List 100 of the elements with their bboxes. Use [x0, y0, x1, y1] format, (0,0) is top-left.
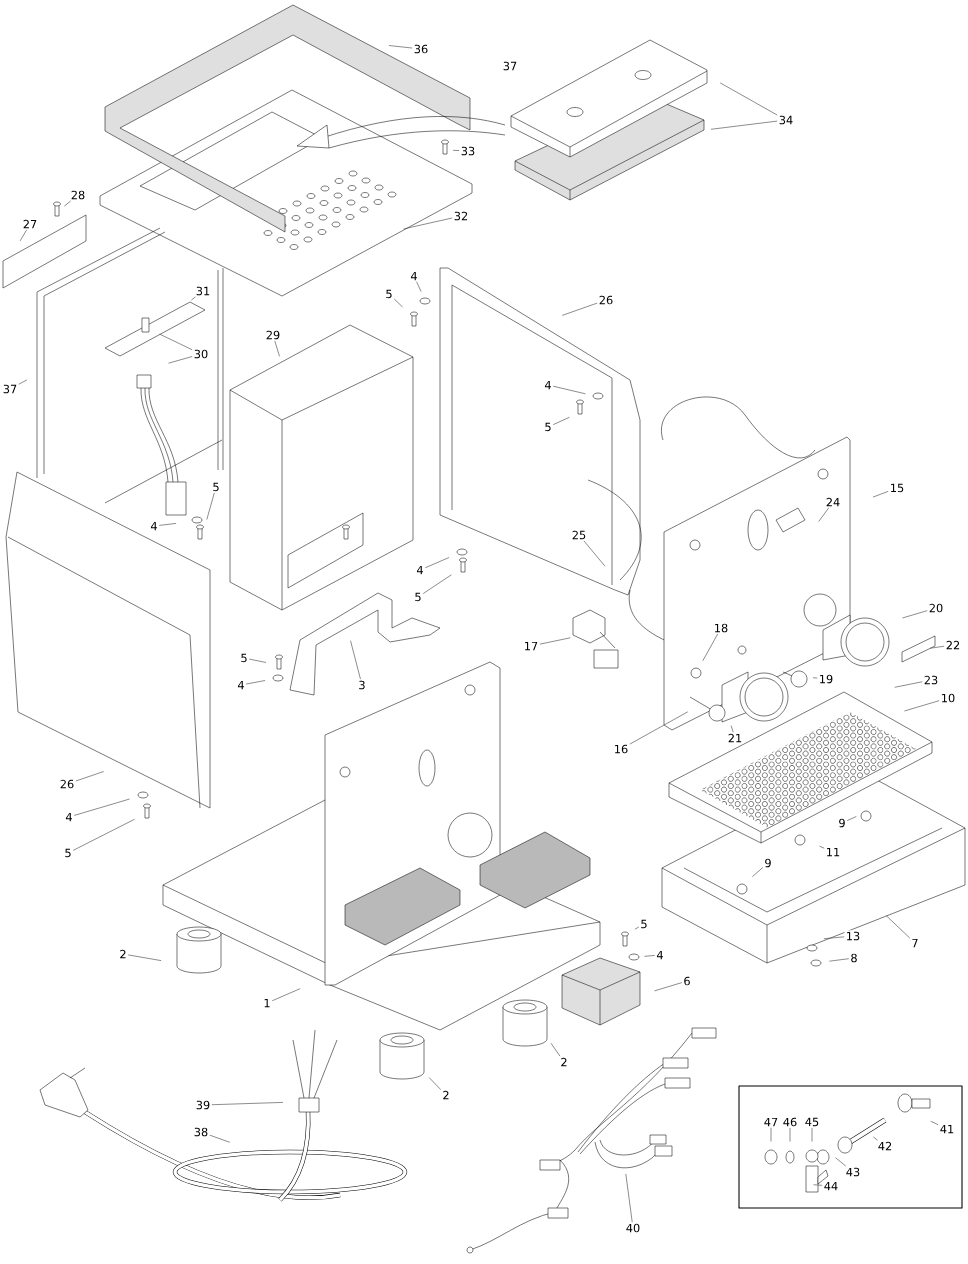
callout-number: 37: [1, 383, 19, 395]
callout-number: 4: [236, 679, 246, 691]
callout-number: 42: [876, 1140, 894, 1152]
callout-number: 33: [459, 145, 477, 157]
leader-line: [168, 356, 193, 364]
callout-number: 45: [803, 1116, 821, 1128]
callout-number: 13: [844, 930, 862, 942]
leader-line: [813, 1184, 823, 1186]
leader-line: [416, 281, 422, 292]
callout-number: 1: [262, 997, 272, 1009]
leader-line: [64, 200, 72, 207]
callout-number: 27: [21, 218, 39, 230]
leader-line: [350, 640, 361, 680]
leader-line: [19, 229, 27, 242]
leader-line: [902, 610, 928, 619]
leader-line: [191, 296, 196, 301]
leader-line: [72, 819, 135, 851]
leader-line: [710, 120, 778, 130]
callout-number: 5: [639, 918, 649, 930]
leader-line: [403, 217, 453, 230]
callout-number: 6: [682, 975, 692, 987]
callout-number: 21: [726, 732, 744, 744]
leader-line: [561, 302, 598, 316]
callout-number: 5: [211, 481, 221, 493]
callout-number: 17: [522, 640, 540, 652]
callout-number: 43: [844, 1166, 862, 1178]
callout-number: 39: [194, 1099, 212, 1111]
callout-number: 36: [412, 43, 430, 55]
callout-number: 26: [58, 778, 76, 790]
leader-line: [846, 816, 857, 821]
leader-line: [894, 681, 923, 688]
callout-number: 38: [192, 1126, 210, 1138]
callout-number: 41: [938, 1123, 956, 1135]
callout-number: 11: [824, 846, 842, 858]
leader-line: [930, 1120, 939, 1126]
callout-number: 5: [384, 288, 394, 300]
callout-number: 2: [441, 1089, 451, 1101]
callout-number: 5: [413, 591, 423, 603]
callout-number: 24: [824, 496, 842, 508]
leader-line: [629, 711, 689, 745]
leader-line: [393, 298, 403, 308]
callout-number: 34: [777, 114, 795, 126]
leader-line: [206, 492, 215, 520]
callout-number: 2: [118, 948, 128, 960]
leader-line: [428, 1077, 442, 1090]
leader-line: [885, 915, 911, 939]
callout-number: 9: [837, 817, 847, 829]
callout-number: 25: [570, 529, 588, 541]
leader-line: [248, 658, 267, 663]
leader-line: [388, 45, 413, 49]
callout-number: 23: [922, 674, 940, 686]
callout-number: 37: [503, 61, 517, 71]
leader-line: [702, 633, 719, 662]
leader-line: [770, 1127, 772, 1142]
callout-number: 44: [822, 1180, 840, 1192]
leader-line: [159, 333, 193, 351]
callout-number: 7: [910, 937, 920, 949]
leader-line: [904, 700, 940, 712]
leader-line: [245, 680, 266, 685]
leader-line: [654, 982, 683, 992]
leader-line: [550, 1042, 561, 1057]
callout-number: 5: [543, 421, 553, 433]
leader-line: [719, 82, 778, 116]
leader-line: [127, 954, 162, 961]
callout-number: 10: [939, 692, 957, 704]
callout-number: 5: [63, 847, 73, 859]
leader-line: [75, 771, 104, 782]
leader-line: [73, 798, 130, 816]
leader-line: [424, 557, 450, 569]
callout-number: 47: [762, 1116, 780, 1128]
leader-line: [539, 637, 571, 645]
leader-line: [873, 1136, 878, 1141]
leader-line: [929, 645, 945, 649]
leader-line: [752, 867, 764, 877]
leader-line: [552, 385, 586, 395]
callout-number: 15: [888, 482, 906, 494]
leader-line: [583, 540, 606, 567]
leader-line: [274, 340, 280, 357]
callout-number: 26: [597, 294, 615, 306]
leader-line: [271, 988, 301, 1002]
leader-line: [158, 523, 177, 526]
leader-line: [211, 1102, 284, 1106]
leader-line: [634, 926, 640, 930]
callout-number: 29: [264, 329, 282, 341]
callout-number: 5: [239, 652, 249, 664]
leader-line: [872, 491, 889, 498]
callout-number: 30: [192, 348, 210, 360]
leader-line: [18, 379, 28, 385]
callout-number: 32: [452, 210, 470, 222]
leader-line: [209, 1134, 231, 1143]
leader-line: [625, 1173, 633, 1223]
callout-number: 40: [624, 1222, 642, 1234]
callout-number: 2: [559, 1056, 569, 1068]
callout-number: 16: [612, 743, 630, 755]
callout-number: 4: [543, 379, 553, 391]
callout-number: 28: [69, 189, 87, 201]
callout-number: 19: [817, 673, 835, 685]
callout-number: 20: [927, 602, 945, 614]
leader-line: [819, 845, 825, 849]
leader-line: [644, 955, 656, 957]
